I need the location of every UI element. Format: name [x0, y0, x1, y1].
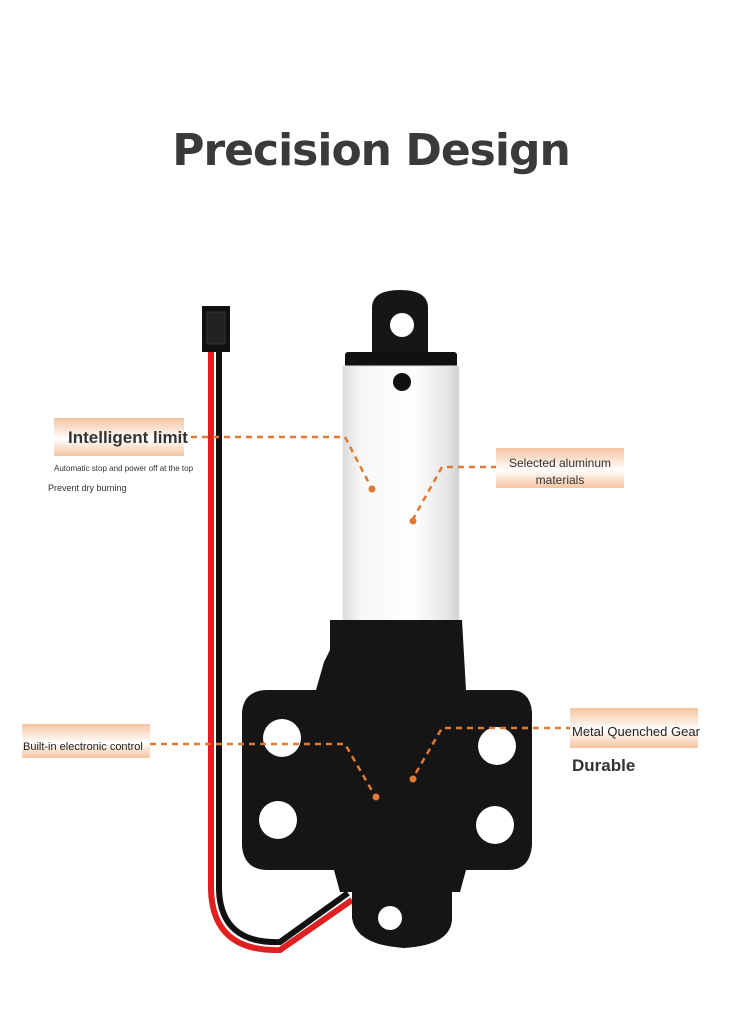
- gear-sub-label: Durable: [572, 756, 636, 775]
- intelligent-limit-desc-1: Automatic stop and power off at the top: [54, 464, 194, 473]
- intelligent-limit-label-box: Intelligent limit: [54, 418, 188, 456]
- gear-label: Metal Quenched Gear: [572, 724, 700, 739]
- aluminum-label-line-2: materials: [535, 473, 585, 487]
- aluminum-tube: [342, 365, 460, 623]
- aluminum-label-box: Selected aluminum materials: [496, 448, 624, 488]
- page-title: Precision Design: [172, 125, 571, 176]
- power-wire: [208, 350, 354, 954]
- callout-line-control: [150, 742, 377, 797]
- callout-line-aluminum: [411, 465, 497, 520]
- callout-line-gear: [411, 726, 572, 779]
- callout-dot-gear: [409, 775, 417, 783]
- aluminum-label-line-1: Selected aluminum: [508, 456, 612, 470]
- callout-dots: [368, 485, 417, 801]
- gear-label-box: Metal Quenched Gear: [570, 708, 700, 748]
- intelligent-limit-desc-2: Prevent dry burning: [48, 483, 127, 493]
- rod-end-eye: [345, 290, 457, 368]
- mounting-holes: [259, 719, 516, 844]
- electronic-control-label: Built-in electronic control: [23, 741, 143, 753]
- callout-dot-control: [372, 793, 380, 801]
- callout-line-limit: [180, 435, 374, 490]
- motor-housing: [242, 620, 532, 948]
- intelligent-limit-label: Intelligent limit: [68, 428, 188, 447]
- callout-dot-aluminum: [409, 517, 417, 525]
- callout-dot-limit: [368, 485, 376, 493]
- wire-connector: [202, 306, 230, 352]
- electronic-control-label-box: Built-in electronic control: [22, 724, 150, 758]
- callout-lines: [150, 435, 572, 797]
